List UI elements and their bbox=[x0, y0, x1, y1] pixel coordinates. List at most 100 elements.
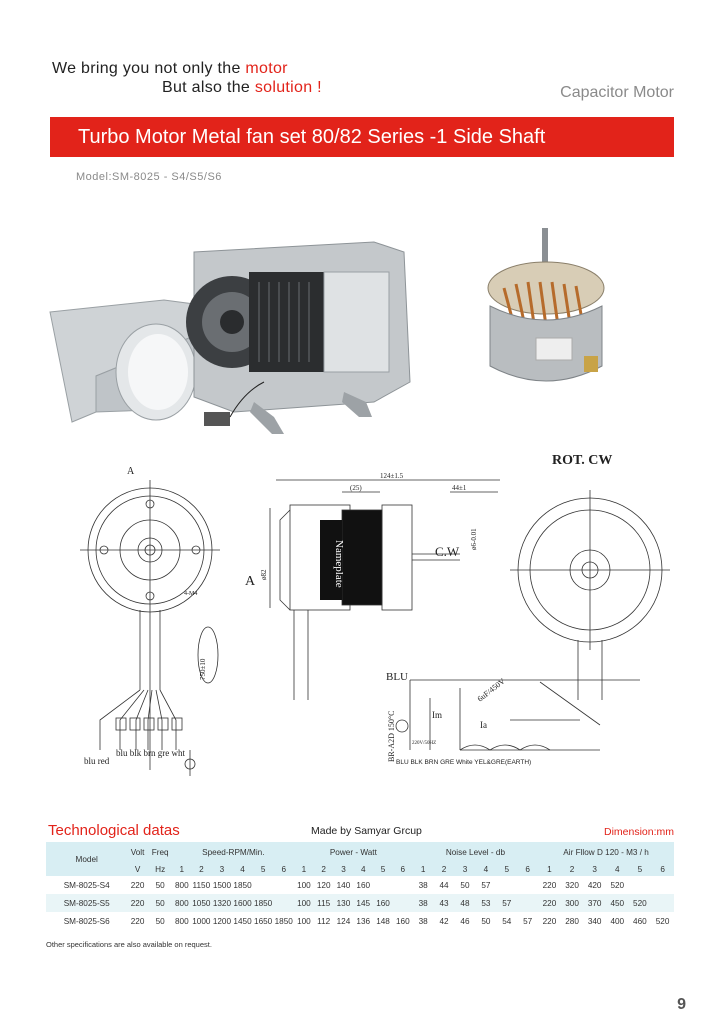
page-number: 9 bbox=[677, 996, 686, 1013]
table-cell: 1850 bbox=[232, 876, 253, 894]
header-volt-unit: V bbox=[127, 862, 148, 876]
index-cell: 3 bbox=[454, 862, 476, 876]
index-cell: 1 bbox=[294, 862, 314, 876]
fan-set-photo bbox=[49, 241, 411, 434]
table-cell: 130 bbox=[333, 894, 354, 912]
table-header-row: Model Volt Freq Speed-RPM/Min. Power - W… bbox=[46, 842, 674, 876]
table-cell: 50 bbox=[147, 894, 173, 912]
index-cell: 5 bbox=[628, 862, 652, 876]
tagline-text: But also the bbox=[162, 79, 255, 96]
header-air: Air Fllow D 120 - M3 / h bbox=[538, 842, 674, 862]
table-cell bbox=[273, 876, 295, 894]
table-cell: 1450 bbox=[232, 912, 253, 930]
table-cell: 42 bbox=[433, 912, 455, 930]
index-cell: 5 bbox=[373, 862, 393, 876]
table-cell: 1050 bbox=[191, 894, 212, 912]
table-cell: 220 bbox=[538, 894, 561, 912]
table-cell: 54 bbox=[496, 912, 518, 930]
tagline-highlight-solution: solution ! bbox=[254, 79, 322, 96]
table-cell: 800 bbox=[172, 894, 192, 912]
table-cell bbox=[392, 876, 413, 894]
table-cell: 340 bbox=[583, 912, 606, 930]
table-cell: 160 bbox=[373, 894, 393, 912]
header-volt: Volt bbox=[127, 842, 148, 862]
tagline-highlight-motor: motor bbox=[245, 60, 288, 77]
header-speed: Speed-RPM/Min. bbox=[172, 842, 295, 862]
cw-label: C.W bbox=[435, 544, 460, 559]
table-cell bbox=[651, 876, 674, 894]
table-cell: SM-8025-S5 bbox=[46, 894, 128, 912]
wire-color-labels: blu blk brn gre wht bbox=[116, 748, 185, 758]
dim-total: 124±1.5 bbox=[380, 472, 404, 480]
header-noise: Noise Level - db bbox=[412, 842, 539, 862]
table-cell: 280 bbox=[560, 912, 584, 930]
side-view-label-a: A bbox=[245, 574, 256, 589]
table-cell: 220 bbox=[127, 876, 148, 894]
table-cell bbox=[273, 894, 295, 912]
table-cell: 44 bbox=[433, 876, 455, 894]
dim-diameter: ø82 bbox=[260, 569, 268, 580]
table-cell: 46 bbox=[454, 912, 476, 930]
table-cell: 370 bbox=[583, 894, 606, 912]
table-cell: 50 bbox=[147, 912, 173, 930]
index-cell: 2 bbox=[313, 862, 334, 876]
index-cell: 1 bbox=[538, 862, 561, 876]
header-freq-unit: Hz bbox=[147, 862, 173, 876]
table-cell: 1850 bbox=[252, 894, 274, 912]
table-cell: 400 bbox=[605, 912, 629, 930]
table-cell: 100 bbox=[294, 876, 314, 894]
table-cell: 220 bbox=[127, 912, 148, 930]
table-cell: 220 bbox=[538, 876, 561, 894]
table-cell: 1500 bbox=[211, 876, 233, 894]
header-power: Power - Watt bbox=[294, 842, 413, 862]
table-cell: 220 bbox=[538, 912, 561, 930]
index-cell: 2 bbox=[433, 862, 455, 876]
table-cell: 1200 bbox=[211, 912, 233, 930]
index-cell: 5 bbox=[496, 862, 518, 876]
table-cell: 1850 bbox=[273, 912, 295, 930]
schematic-thermal: BR-A2D 150°C bbox=[387, 711, 396, 762]
dim-25: (25) bbox=[350, 484, 362, 492]
table-cell: 136 bbox=[353, 912, 374, 930]
index-cell: 5 bbox=[252, 862, 274, 876]
technical-drawing: A A ROT. CW C.W 124±1.5 (25) 44±1 ø6-0.0… bbox=[80, 453, 670, 776]
table-cell bbox=[252, 876, 274, 894]
category-label: Capacitor Motor bbox=[560, 84, 674, 101]
table-cell: 450 bbox=[605, 894, 629, 912]
index-cell: 6 bbox=[517, 862, 539, 876]
schematic-im: Im bbox=[432, 710, 442, 720]
table-cell: 43 bbox=[433, 894, 455, 912]
index-cell: 2 bbox=[560, 862, 584, 876]
table-cell: 140 bbox=[333, 876, 354, 894]
table-cell: 120 bbox=[313, 876, 334, 894]
product-banner: Turbo Motor Metal fan set 80/82 Series -… bbox=[50, 117, 674, 157]
index-cell: 3 bbox=[211, 862, 233, 876]
dim-44: 44±1 bbox=[452, 484, 467, 492]
table-cell: 1650 bbox=[252, 912, 274, 930]
table-cell: 38 bbox=[412, 894, 434, 912]
table-cell bbox=[373, 876, 393, 894]
table-cell: SM-8025-S4 bbox=[46, 876, 128, 894]
schematic-capacitor: 6uF/450V bbox=[476, 676, 507, 703]
index-cell: 3 bbox=[333, 862, 354, 876]
table-cell: 53 bbox=[475, 894, 497, 912]
wire-left-labels: blu red bbox=[84, 756, 110, 766]
index-cell: 1 bbox=[172, 862, 192, 876]
model-text: Model:SM-8025 - S4/S5/S6 bbox=[76, 171, 222, 183]
table-cell: 1320 bbox=[211, 894, 233, 912]
table-cell: 1150 bbox=[191, 876, 212, 894]
schematic-voltage: 220V/50HZ bbox=[412, 741, 436, 746]
table-cell bbox=[496, 876, 518, 894]
table-cell: 220 bbox=[127, 894, 148, 912]
tagline-line-1: We bring you not only the motor bbox=[52, 60, 288, 78]
dim-shaft: ø6-0.01 bbox=[470, 528, 478, 550]
table-cell: 1000 bbox=[191, 912, 212, 930]
table-cell bbox=[517, 894, 539, 912]
index-cell: 6 bbox=[651, 862, 674, 876]
tagline-line-2: But also the solution ! bbox=[162, 79, 322, 97]
table-cell: 1600 bbox=[232, 894, 253, 912]
table-cell: 145 bbox=[353, 894, 374, 912]
